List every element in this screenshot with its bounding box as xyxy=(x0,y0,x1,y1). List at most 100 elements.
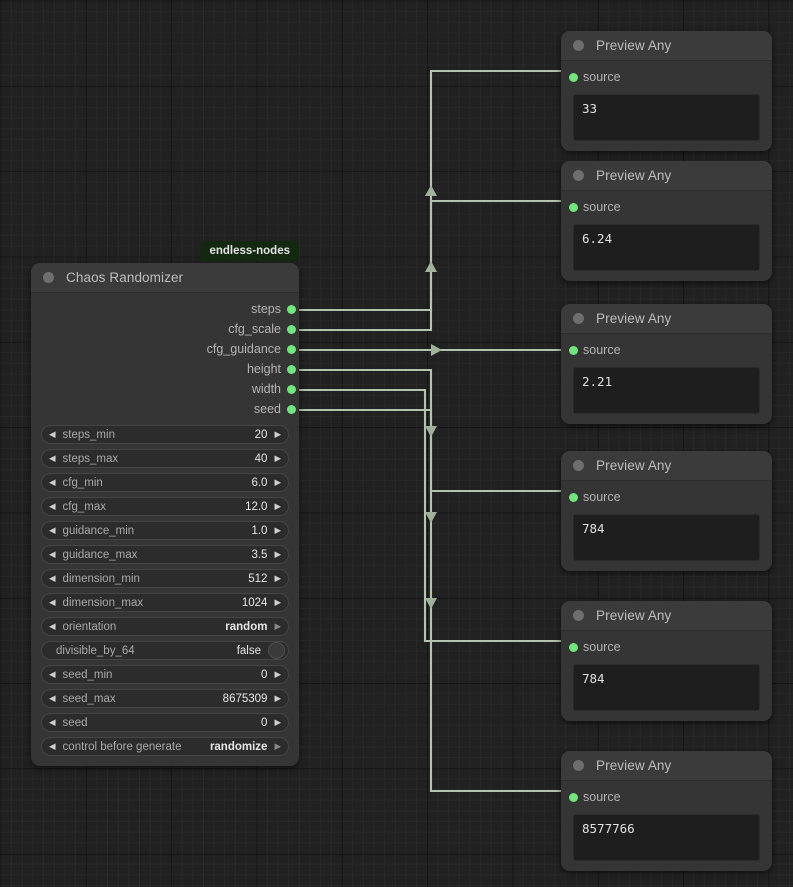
preview-text-output[interactable]: 784 xyxy=(573,664,760,711)
decrement-arrow-icon[interactable]: ◀ xyxy=(49,525,56,536)
collapse-dot-icon[interactable] xyxy=(573,760,584,771)
toggle-knob-icon[interactable] xyxy=(268,642,285,659)
decrement-arrow-icon[interactable]: ◀ xyxy=(49,669,56,680)
node-title-bar[interactable]: Preview Any xyxy=(561,601,772,631)
output-slot-dot-icon[interactable] xyxy=(287,324,296,334)
node-title-bar[interactable]: Preview Any xyxy=(561,451,772,481)
increment-arrow-icon[interactable]: ▶ xyxy=(274,525,281,536)
output-slot-seed[interactable]: seed xyxy=(31,399,299,419)
preview-text-output[interactable]: 8577766 xyxy=(573,814,760,861)
decrement-arrow-icon[interactable]: ◀ xyxy=(49,693,56,704)
collapse-dot-icon[interactable] xyxy=(43,272,54,283)
decrement-arrow-icon[interactable]: ◀ xyxy=(49,429,56,440)
increment-arrow-icon[interactable]: ▶ xyxy=(274,429,281,440)
input-slot-dot-icon[interactable] xyxy=(569,642,578,652)
decrement-arrow-icon[interactable]: ◀ xyxy=(49,717,56,728)
input-slot-dot-icon[interactable] xyxy=(569,345,578,355)
preview-text-output[interactable]: 6.24 xyxy=(573,224,760,271)
decrement-arrow-icon[interactable]: ◀ xyxy=(49,573,56,584)
input-slot-source[interactable]: source xyxy=(561,785,772,809)
increment-arrow-icon[interactable]: ▶ xyxy=(274,597,281,608)
node-title-bar[interactable]: Preview Any xyxy=(561,31,772,61)
widget-value[interactable]: 6.0 xyxy=(251,476,268,489)
widget-value[interactable]: 0 xyxy=(261,668,268,681)
input-slot-dot-icon[interactable] xyxy=(569,72,578,82)
preview-text-output[interactable]: 33 xyxy=(573,94,760,141)
node-preview-any-5[interactable]: Preview Any source 784 xyxy=(561,601,772,721)
collapse-dot-icon[interactable] xyxy=(573,460,584,471)
input-slot-source[interactable]: source xyxy=(561,195,772,219)
output-slot-dot-icon[interactable] xyxy=(287,304,296,314)
widget-value[interactable]: 40 xyxy=(254,452,268,465)
decrement-arrow-icon[interactable]: ◀ xyxy=(49,549,56,560)
output-slot-dot-icon[interactable] xyxy=(287,364,296,374)
input-slot-source[interactable]: source xyxy=(561,338,772,362)
decrement-arrow-icon[interactable]: ◀ xyxy=(49,453,56,464)
output-slot-steps[interactable]: steps xyxy=(31,299,299,319)
increment-arrow-icon[interactable]: ▶ xyxy=(274,549,281,560)
input-slot-dot-icon[interactable] xyxy=(569,792,578,802)
increment-arrow-icon[interactable]: ▶ xyxy=(274,573,281,584)
collapse-dot-icon[interactable] xyxy=(573,610,584,621)
output-slot-width[interactable]: width xyxy=(31,379,299,399)
widget-value[interactable]: 512 xyxy=(248,572,268,585)
output-slot-dot-icon[interactable] xyxy=(287,404,296,414)
widget-value[interactable]: random xyxy=(225,620,268,633)
input-slot-dot-icon[interactable] xyxy=(569,492,578,502)
widget-value[interactable]: 12.0 xyxy=(245,500,268,513)
output-slot-dot-icon[interactable] xyxy=(287,344,296,354)
increment-arrow-icon[interactable]: ▶ xyxy=(274,693,281,704)
decrement-arrow-icon[interactable]: ◀ xyxy=(49,597,56,608)
widget-value[interactable]: 1024 xyxy=(241,596,268,609)
node-preview-any-2[interactable]: Preview Any source 6.24 xyxy=(561,161,772,281)
decrement-arrow-icon[interactable]: ◀ xyxy=(49,501,56,512)
collapse-dot-icon[interactable] xyxy=(573,40,584,51)
output-slot-cfg_guidance[interactable]: cfg_guidance xyxy=(31,339,299,359)
input-slot-dot-icon[interactable] xyxy=(569,202,578,212)
widget-value[interactable]: 20 xyxy=(254,428,268,441)
decrement-arrow-icon[interactable]: ◀ xyxy=(49,621,56,632)
widget-value[interactable]: 3.5 xyxy=(251,548,268,561)
node-title-bar[interactable]: Chaos Randomizer xyxy=(31,263,299,293)
decrement-arrow-icon[interactable]: ◀ xyxy=(49,477,56,488)
node-title-bar[interactable]: Preview Any xyxy=(561,161,772,191)
input-slot-source[interactable]: source xyxy=(561,485,772,509)
widget-value[interactable]: 0 xyxy=(261,716,268,729)
node-preview-any-6[interactable]: Preview Any source 8577766 xyxy=(561,751,772,871)
preview-text-output[interactable]: 2.21 xyxy=(573,367,760,414)
input-slot-source[interactable]: source xyxy=(561,65,772,89)
node-preview-any-1[interactable]: Preview Any source 33 xyxy=(561,31,772,151)
node-title-bar[interactable]: Preview Any xyxy=(561,304,772,334)
increment-arrow-icon[interactable]: ▶ xyxy=(274,501,281,512)
output-slot-cfg_scale[interactable]: cfg_scale xyxy=(31,319,299,339)
increment-arrow-icon[interactable]: ▶ xyxy=(274,741,281,752)
widget-value[interactable]: randomize xyxy=(209,740,268,753)
increment-arrow-icon[interactable]: ▶ xyxy=(274,621,281,632)
node-title-bar[interactable]: Preview Any xyxy=(561,751,772,781)
input-slot-source[interactable]: source xyxy=(561,635,772,659)
increment-arrow-icon[interactable]: ▶ xyxy=(274,717,281,728)
increment-arrow-icon[interactable]: ▶ xyxy=(274,477,281,488)
decrement-arrow-icon[interactable]: ◀ xyxy=(49,741,56,752)
output-slot-dot-icon[interactable] xyxy=(287,384,296,394)
increment-arrow-icon[interactable]: ▶ xyxy=(274,669,281,680)
collapse-dot-icon[interactable] xyxy=(573,313,584,324)
widget-value[interactable]: 8675309 xyxy=(222,692,268,705)
increment-arrow-icon[interactable]: ▶ xyxy=(274,453,281,464)
